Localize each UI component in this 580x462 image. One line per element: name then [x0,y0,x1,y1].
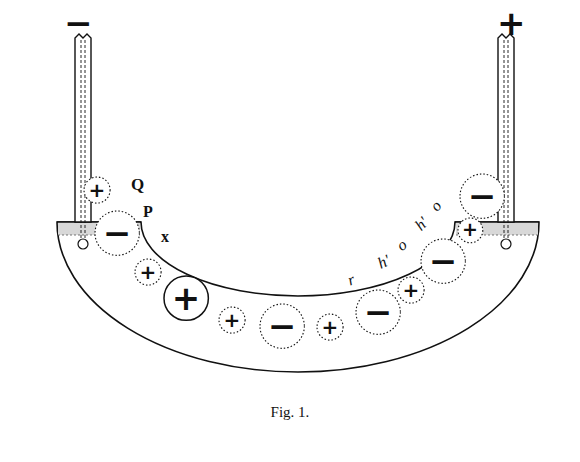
point-letter: h' [375,252,392,271]
charge-sign: − [103,216,132,250]
charge-sign: + [89,180,106,200]
charge-sign: − [268,309,297,343]
ion-circle: − [420,238,466,284]
point-letter: P [143,204,153,220]
ion-circle: − [355,289,401,335]
ion-circle: + [397,276,425,304]
electrode-wire [81,40,82,240]
charge-sign: + [462,220,478,239]
ion-circle: − [259,303,305,349]
electrode-wire [508,40,509,240]
point-letter: x [161,229,169,245]
point-letter: h' [412,214,431,233]
charge-sign: + [224,310,241,330]
ion-circle: + [316,313,344,341]
point-letter: o [427,198,445,214]
ion-circle: + [83,176,111,204]
charge-sign: − [468,179,497,213]
figure-caption: Fig. 1. [271,405,310,420]
charge-sign: + [322,317,339,337]
electrode-tip [501,239,511,249]
electrode-sign: + [497,6,526,40]
electrode-wire [85,40,86,240]
point-letter: Q [131,176,144,193]
ion-circle: + [457,217,484,244]
charge-sign: + [403,280,420,300]
point-letter: o [394,236,410,254]
electrode-tip [78,239,88,249]
charge-sign: + [172,281,201,315]
ion-circle: + [218,306,246,334]
ion-circle: − [459,173,505,219]
electrode-wire [504,40,505,240]
charge-sign: − [364,295,393,329]
charge-sign: + [140,262,157,282]
ion-circle: + [134,258,162,286]
charge-sign: − [429,244,458,278]
point-letter: r [345,271,356,288]
ion-circle: + [163,275,209,321]
ion-circle: − [94,210,140,256]
electrode-sign: − [64,6,93,40]
